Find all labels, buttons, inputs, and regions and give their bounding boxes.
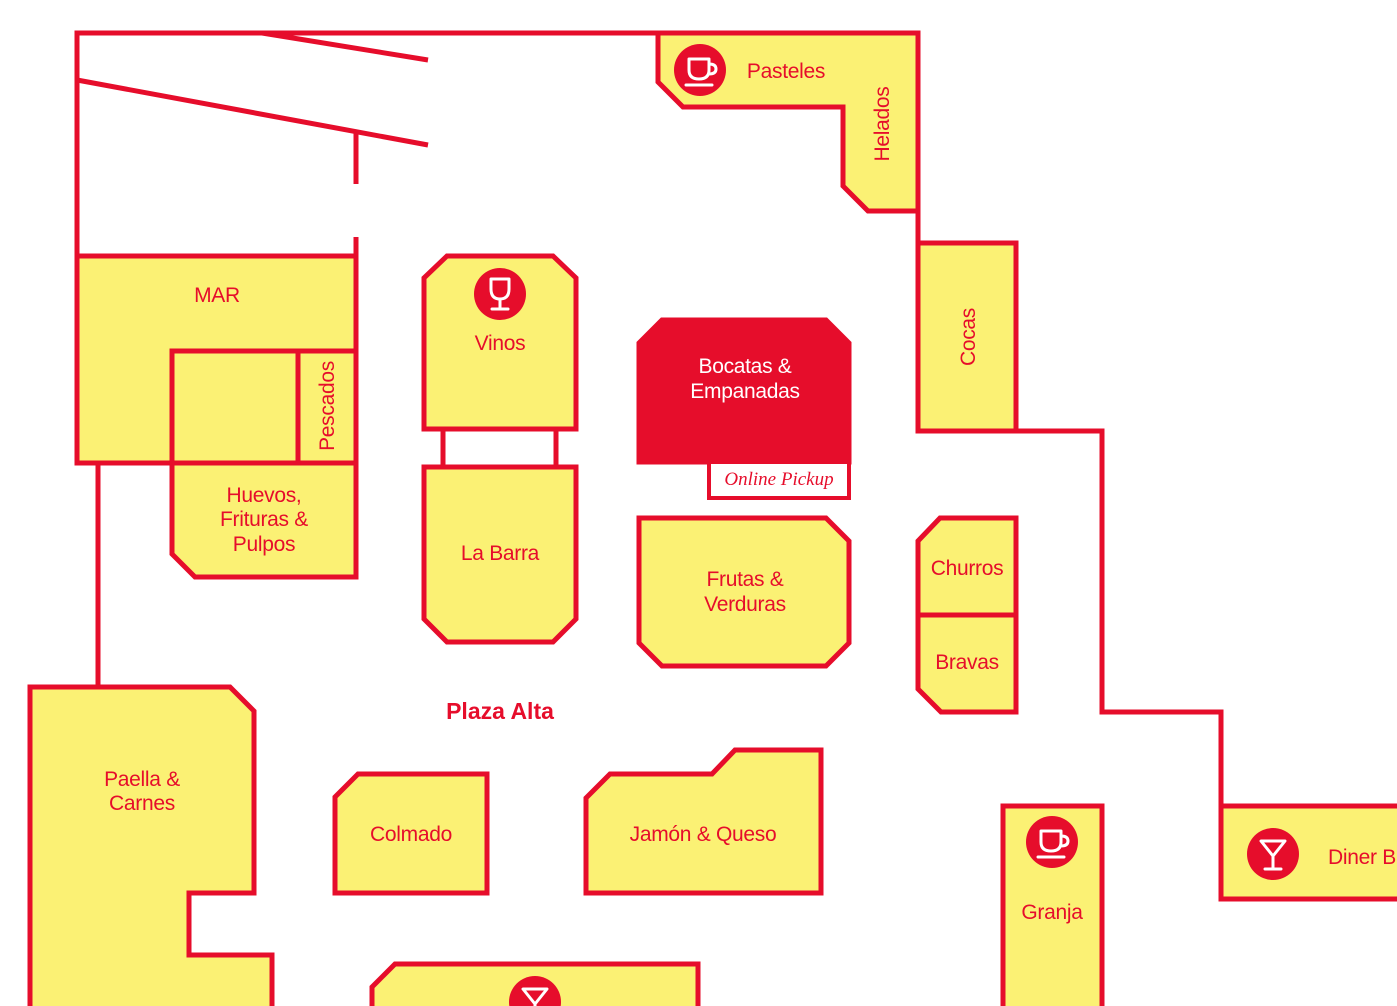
label-churros: Churros — [931, 557, 1004, 580]
stall-bravas[interactable] — [915, 612, 1019, 715]
coffee-cup-icon — [674, 44, 726, 96]
label-bocatas-line2: Empanadas — [690, 380, 799, 403]
label-pasteles: Pasteles — [747, 60, 825, 83]
cocktail-glass-icon — [1247, 828, 1299, 880]
wall-diagonal-2 — [76, 77, 429, 148]
stall-pescados[interactable] — [295, 348, 359, 466]
label-online-pickup: Online Pickup — [724, 469, 833, 490]
online-pickup-box[interactable] — [707, 460, 851, 500]
label-granja: Granja — [1021, 901, 1083, 924]
label-huevos-line1: Huevos, — [227, 484, 302, 507]
stall-la-barra[interactable] — [421, 464, 579, 645]
wall-top-left — [74, 30, 918, 256]
stall-mar-inner[interactable] — [169, 348, 301, 466]
stall-diner[interactable] — [1218, 803, 1397, 902]
wall-diagonal-1 — [261, 30, 429, 63]
stall-colmado[interactable] — [332, 771, 490, 896]
label-huevos-line3: Pulpos — [233, 533, 295, 556]
label-bravas: Bravas — [935, 651, 999, 674]
label-huevos-line2: Frituras & — [220, 508, 308, 531]
label-vinos: Vinos — [475, 332, 526, 355]
stall-paella-carnes[interactable] — [27, 684, 275, 1006]
label-paella-line2: Carnes — [109, 792, 175, 815]
label-bocatas-line1: Bocatas & — [698, 355, 791, 378]
label-mar: MAR — [194, 284, 240, 307]
label-frutas-line2: Verduras — [704, 593, 786, 616]
label-helados: Helados — [871, 87, 894, 162]
coffee-cup-icon — [1026, 816, 1078, 868]
stall-jamon-queso[interactable] — [583, 747, 824, 896]
label-cocas: Cocas — [957, 308, 980, 366]
stall-frutas-verduras[interactable] — [636, 515, 852, 669]
stall-vinos[interactable] — [421, 253, 579, 432]
label-paella-line1: Paella & — [104, 768, 180, 791]
wine-glass-icon — [474, 268, 526, 320]
label-jamon-queso: Jamón & Queso — [630, 823, 777, 846]
stall-huevos[interactable] — [169, 460, 359, 580]
label-diner: Diner B — [1328, 846, 1396, 869]
label-plaza-alta: Plaza Alta — [446, 698, 554, 724]
label-colmado: Colmado — [370, 823, 452, 846]
label-la-barra: La Barra — [461, 542, 540, 565]
stall-cocas[interactable] — [915, 240, 1019, 434]
label-frutas-line1: Frutas & — [707, 568, 784, 591]
cocktail-glass-icon — [509, 976, 561, 1006]
wall-right-corridor — [1016, 428, 1224, 806]
label-pescados: Pescados — [316, 361, 339, 451]
